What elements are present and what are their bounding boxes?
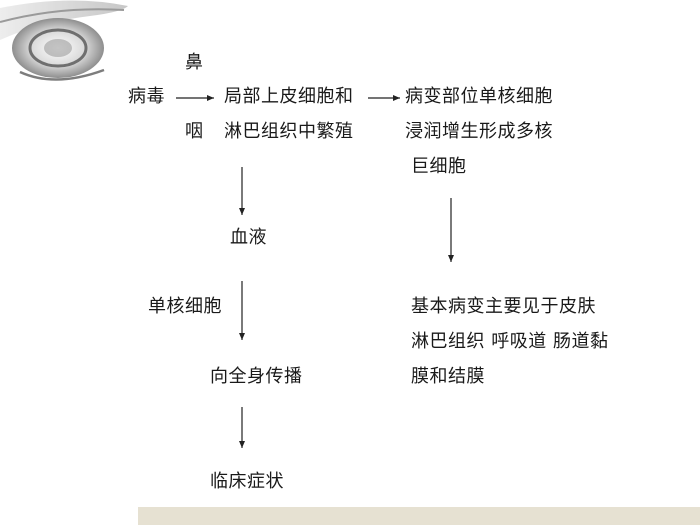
nose-label: 鼻	[185, 52, 204, 73]
main-lesion-line2: 淋巴组织 呼吸道 肠道黏	[411, 331, 609, 352]
blood-label: 血液	[230, 227, 267, 248]
lesion-line2: 浸润增生形成多核	[405, 121, 553, 142]
spread-label: 向全身传播	[210, 366, 303, 387]
local-replication-line2: 淋巴组织中繁殖	[224, 121, 354, 142]
virus-label: 病毒	[128, 86, 165, 107]
monocyte-label: 单核细胞	[148, 296, 222, 317]
footer-band	[138, 507, 700, 525]
main-lesion-line3: 膜和结膜	[411, 366, 485, 387]
throat-label: 咽	[185, 121, 204, 142]
lesion-line3: 巨细胞	[411, 156, 467, 177]
local-replication-line1: 局部上皮细胞和	[224, 86, 354, 107]
main-lesion-line1: 基本病变主要见于皮肤	[411, 296, 596, 317]
lesion-line1: 病变部位单核细胞	[405, 86, 553, 107]
stethoscope-logo-icon	[0, 0, 128, 81]
clinical-symptoms-label: 临床症状	[210, 471, 284, 492]
